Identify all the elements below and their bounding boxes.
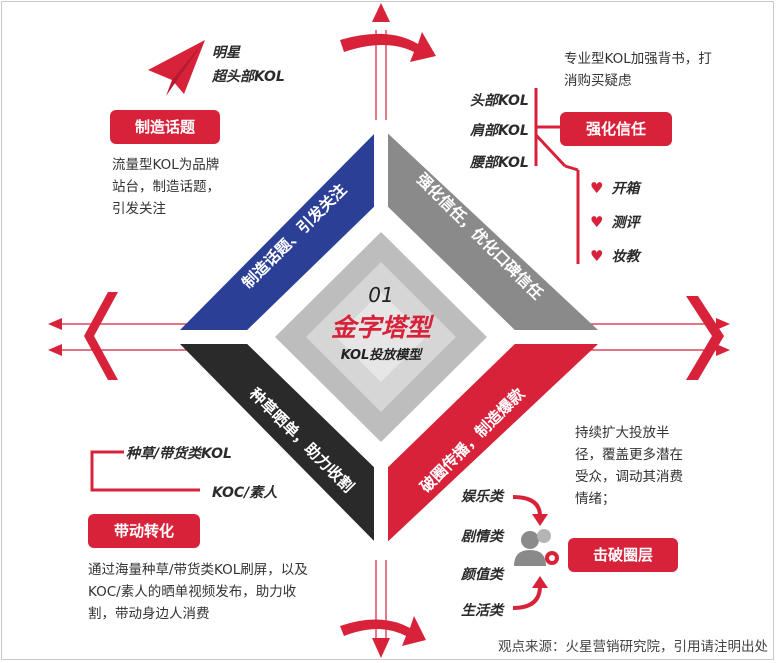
quadrant-2-number: 2 (493, 205, 514, 226)
bottom-left-line-1: 种草/带货类KOL (126, 446, 232, 462)
tag-strengthen-trust: 强化信任 (560, 112, 672, 146)
tag-break-circles: 击破圈层 (568, 538, 678, 572)
tier-bracket (534, 88, 580, 264)
paper-plane-icon (148, 40, 205, 96)
bottom-right-desc: 持续扩大投放半径，覆盖更多潜在受众，调动其消费情绪； (575, 425, 683, 507)
top-left-line-1: 明星 (212, 45, 240, 61)
quadrant-4-number: 4 (257, 445, 278, 466)
center-number: 01 (368, 283, 393, 307)
bottom-left-desc: 通过海量种草/带货类KOL刷屏，以及KOC/素人的晒单视频发布，助力收割，带动身… (88, 562, 308, 622)
tag-make-topic: 制造话题 (110, 110, 220, 144)
category-lifestyle: 生活类 (461, 603, 503, 619)
heart-item-unboxing: ♥ 开箱 (590, 178, 640, 197)
quadrant-3-number: 3 (489, 447, 510, 468)
audience-bracket (90, 450, 200, 492)
heart-icon: ♥ (590, 212, 604, 231)
tag-drive-conversion: 带动转化 (88, 514, 200, 548)
quadrant-1-number: 1 (257, 207, 278, 228)
source-note: 观点来源：火星营销研究院，引用请注明出处 (498, 639, 768, 655)
axis-arrowheads (48, 3, 730, 658)
tier-head: 头部KOL (470, 93, 529, 109)
category-drama: 剧情类 (461, 529, 503, 545)
tier-shoulder: 肩部KOL (470, 123, 529, 139)
bottom-left-line-2: KOC/素人 (212, 485, 278, 501)
heart-item-review: ♥ 测评 (590, 212, 640, 231)
heart-icon: ♥ (590, 178, 604, 197)
top-left-desc: 流量型KOL为品牌站台，制造话题，引发关注 (112, 157, 220, 217)
top-left-line-2: 超头部KOL (212, 69, 285, 85)
center-subtitle: KOL投放模型 (341, 347, 424, 363)
center-title: 金字塔型 (331, 313, 435, 342)
top-right-desc: 专业型KOL加强背书，打消购买疑虑 (564, 51, 712, 89)
users-gear-icon (514, 529, 559, 566)
category-arrows (512, 495, 542, 610)
category-appearance: 颜值类 (461, 567, 503, 583)
flow-chevrons (84, 32, 724, 646)
heart-item-makeup: ♥ 妆教 (590, 246, 640, 265)
tier-waist: 腰部KOL (470, 155, 529, 171)
heart-icon: ♥ (590, 246, 604, 265)
category-entertainment: 娱乐类 (461, 489, 503, 505)
